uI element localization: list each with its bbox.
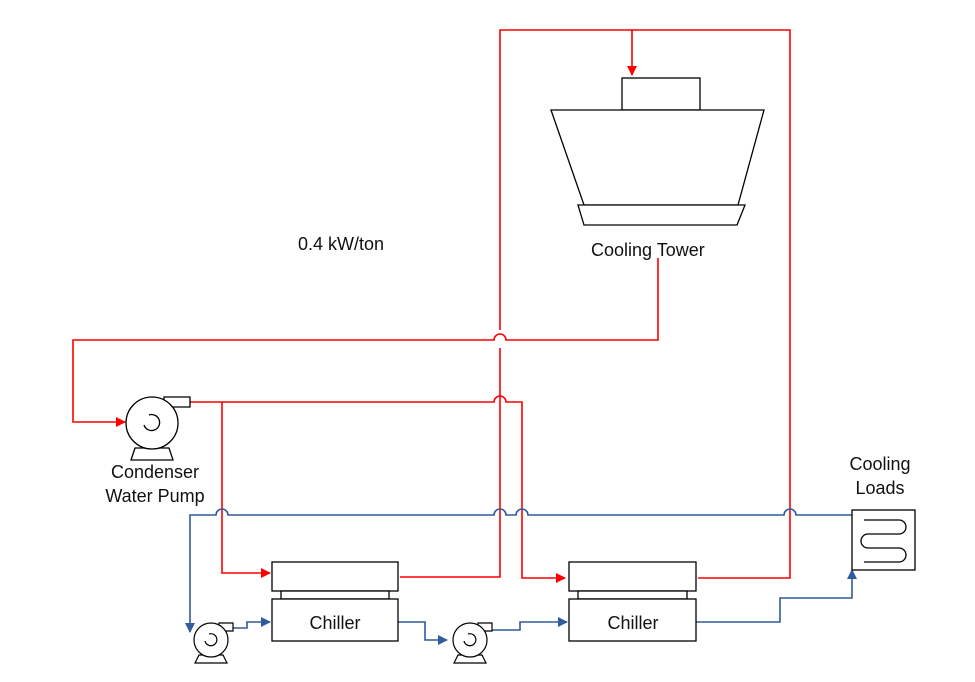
chiller-2-label: Chiller xyxy=(607,613,658,633)
chiller-1[interactable] xyxy=(271,561,399,642)
pump-impeller-icon xyxy=(143,413,161,432)
cooling-loads[interactable] xyxy=(851,509,916,571)
pump-1-discharge-pipe xyxy=(232,617,271,629)
pump-casing xyxy=(125,396,179,450)
chilled-water-pump-1[interactable] xyxy=(193,622,234,664)
cooling-tower-body xyxy=(550,109,765,206)
chiller-2-evaporator xyxy=(568,598,697,642)
chiller-1-label: Chiller xyxy=(309,613,360,633)
chilled-water-pump-2[interactable] xyxy=(452,622,493,664)
chiller-1-supply-pipe xyxy=(221,402,271,578)
condenser-water-pump[interactable] xyxy=(125,396,191,461)
chiller-1-condenser xyxy=(271,561,399,592)
cooling-loads-label-line2: Loads xyxy=(855,478,904,498)
cooling-tower[interactable] xyxy=(550,77,765,226)
coil-icon xyxy=(860,519,907,563)
condenser-pump-label-line1: Condenser xyxy=(111,462,199,482)
condenser-pump-label-line2: Water Pump xyxy=(105,486,204,506)
chiller-2[interactable] xyxy=(568,561,697,642)
pump-base xyxy=(130,447,174,461)
chiller-1-return-pipe xyxy=(400,348,501,578)
pump-casing xyxy=(193,622,229,658)
chiller-1-separator xyxy=(280,590,390,600)
cooling-tower-fan-housing xyxy=(621,77,701,111)
efficiency-label: 0.4 kW/ton xyxy=(298,234,384,254)
pump-impeller-icon xyxy=(204,633,218,647)
condenser-water-loop xyxy=(72,29,791,583)
chiller-2-condenser xyxy=(568,561,697,592)
pump-casing xyxy=(452,622,488,658)
pump-impeller-icon xyxy=(463,633,477,647)
chiller-2-separator xyxy=(577,590,688,600)
tower-return-pipe xyxy=(72,258,659,427)
pump-discharge-pipe xyxy=(188,395,566,583)
cooling-tower-label: Cooling Tower xyxy=(591,240,705,260)
cooling-loads-label-line1: Cooling xyxy=(849,454,910,474)
cooling-tower-basin xyxy=(577,204,746,226)
chilled-water-loop xyxy=(185,508,857,645)
chiller-1-outlet-pipe xyxy=(396,621,448,645)
chiller-1-evaporator xyxy=(271,598,399,642)
top-header-pipe xyxy=(499,29,791,579)
chilled-return-header xyxy=(185,508,852,633)
chiller-2-outlet-pipe xyxy=(696,569,857,623)
pump-2-discharge-pipe xyxy=(492,617,568,631)
